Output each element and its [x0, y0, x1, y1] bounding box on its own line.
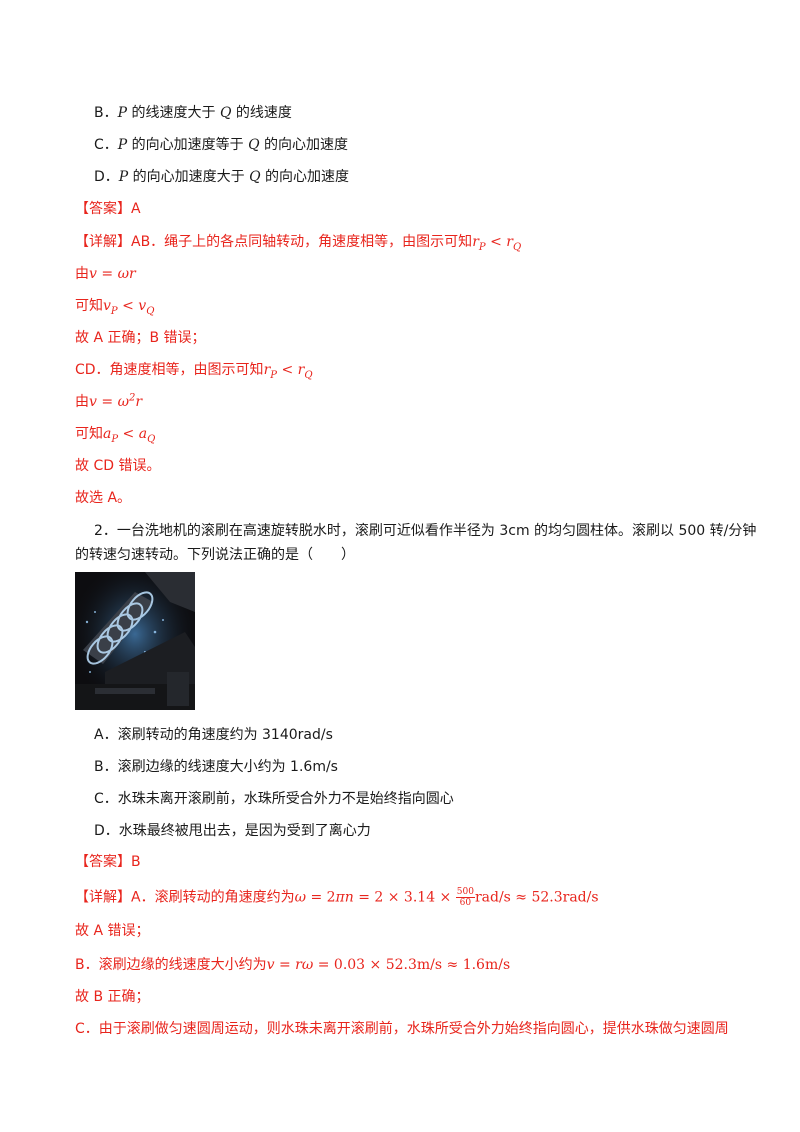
q2-option-c: C．水珠未离开滚刷前，水珠所受合外力不是始终指向圆心 [94, 791, 454, 807]
q2-option-a: A．滚刷转动的角速度约为 3140rad/s [94, 727, 333, 743]
q2-option-b: B．滚刷边缘的线速度大小约为 1.6m/s [94, 759, 338, 775]
q1-know-a: 可知aP < aQ [75, 426, 156, 445]
q2-option-d: D．水珠最终被甩出去，是因为受到了离心力 [94, 823, 371, 839]
brush-roll-photo [75, 572, 195, 710]
q2-judge-a: 故 A 错误； [75, 923, 150, 939]
q1-formula-v: 由v = ωr [75, 266, 136, 282]
q1-detail-cd: CD．角速度相等，由图示可知rP < rQ [75, 362, 313, 381]
q1-know-v: 可知vP < vQ [75, 298, 155, 317]
q1-option-d: D．P 的向心加速度大于 Q 的向心加速度 [94, 169, 350, 185]
q2-detail-c: C．由于滚刷做匀速圆周运动，则水珠未离开滚刷前，水珠所受合外力始终指向圆心，提供… [75, 1021, 729, 1037]
q1-option-c: C．P 的向心加速度等于 Q 的向心加速度 [94, 137, 349, 153]
q2-stem-line1: 2．一台洗地机的滚刷在高速旋转脱水时，滚刷可近似看作半径为 3cm 的均匀圆柱体… [94, 523, 757, 539]
q1-judge-ab: 故 A 正确；B 错误； [75, 330, 206, 346]
q2-stem-line2: 的转速匀速转动。下列说法正确的是（ ） [75, 547, 355, 563]
q1-final: 故选 A。 [75, 490, 132, 506]
q1-detail-ab: 【详解】AB．绳子上的各点同轴转动，角速度相等，由图示可知rP < rQ [75, 234, 522, 253]
q2-detail-a: 【详解】A．滚刷转动的角速度约为ω = 2πn = 2 × 3.14 × 500… [75, 887, 599, 908]
q2-detail-b: B．滚刷边缘的线速度大小约为v = rω = 0.03 × 52.3m/s ≈ … [75, 957, 511, 973]
q1-formula-a: 由v = ω2r [75, 392, 143, 410]
q2-answer: 【答案】B [75, 854, 141, 870]
q1-judge-cd: 故 CD 错误。 [75, 458, 161, 474]
q2-judge-b: 故 B 正确； [75, 989, 150, 1005]
q1-option-b: B．P 的线速度大于 Q 的线速度 [94, 105, 292, 121]
q1-answer: 【答案】A [75, 201, 141, 217]
